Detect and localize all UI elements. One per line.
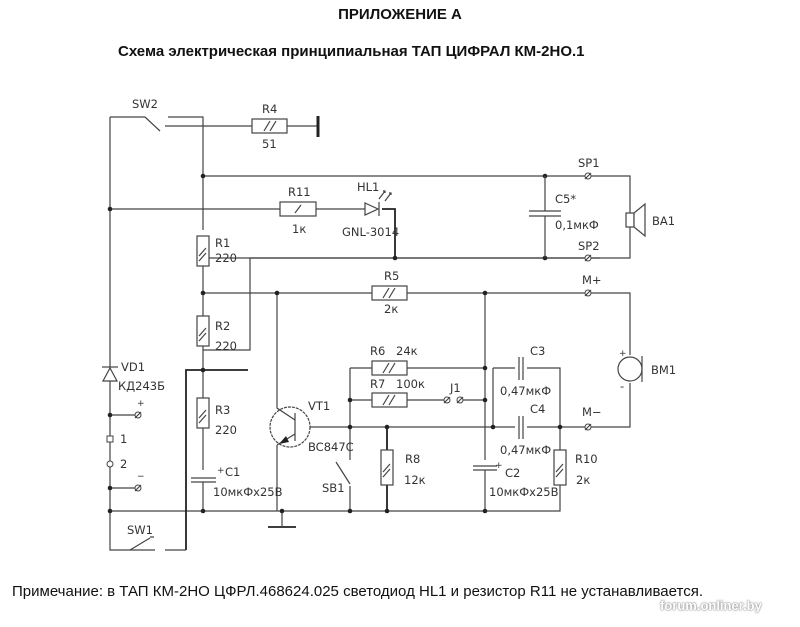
speaker-ba1: BA1: [625, 202, 675, 238]
label-sw2: SW2: [132, 97, 158, 111]
resistor-r10: R10 2к: [553, 449, 598, 487]
polarity-plus-bm1: +: [619, 349, 627, 359]
label-m-minus: M−: [582, 405, 602, 419]
resistor-r8: R8 12к: [380, 449, 426, 487]
resistor-r2: R2 220: [196, 315, 237, 353]
label-bm1: BM1: [651, 363, 676, 377]
label-sp2: SP2: [578, 239, 600, 253]
label-r10: R10: [575, 452, 598, 466]
label-vt1: VT1: [308, 399, 330, 413]
value-vd1: КД243Б: [118, 379, 165, 393]
capacitor-c4: C4 0,47мкФ: [500, 402, 551, 457]
resistor-r1: R1 220: [196, 235, 237, 267]
value-hl1: GNL-3014: [342, 225, 399, 239]
value-r6: 24к: [396, 344, 418, 358]
label-r5: R5: [384, 269, 399, 283]
resistor-r5: R5 2к: [371, 269, 408, 316]
polarity-c2: +: [495, 461, 503, 471]
label-m-plus: M+: [582, 273, 602, 287]
microphone-bm1: + - BM1: [617, 349, 676, 393]
value-c1: 10мкФх25В: [213, 485, 283, 499]
label-vd1: VD1: [121, 360, 145, 374]
resistor-r6: R6 24к: [370, 344, 418, 376]
footnote: Примечание: в ТАП КМ-2НО ЦФРЛ.468624.025…: [12, 583, 703, 600]
label-r2: R2: [215, 319, 230, 333]
switch-sw1: SW1: [127, 523, 154, 551]
label-c3: C3: [530, 344, 545, 358]
value-r3: 220: [215, 423, 237, 437]
appendix-heading: ПРИЛОЖЕНИЕ А: [338, 6, 462, 23]
label-terminal-minus: −: [137, 472, 145, 482]
polarity-c1: +: [217, 466, 225, 476]
value-r2: 220: [215, 339, 237, 353]
label-terminal-1: 1: [120, 432, 127, 446]
value-r8: 12к: [404, 473, 426, 487]
value-r10: 2к: [576, 473, 590, 487]
label-terminal-2: 2: [120, 457, 127, 471]
transistor-vt1: VT1 BC847C: [269, 399, 354, 454]
diode-vd1: VD1 КД243Б: [101, 360, 165, 393]
terminals-left: + 1 2 −: [106, 399, 145, 492]
label-j1: J1: [449, 381, 461, 395]
value-c3: 0,47мкФ: [500, 384, 551, 398]
value-c5: 0,1мкФ: [555, 218, 599, 232]
label-r8: R8: [405, 452, 420, 466]
capacitor-c1: + C1 10мкФх25В: [191, 465, 283, 499]
label-r7: R7: [370, 377, 385, 391]
value-r5: 2к: [384, 302, 398, 316]
watermark: forum.onliner.by: [660, 598, 762, 613]
resistor-r7: R7 100к: [370, 377, 425, 408]
label-r1: R1: [215, 236, 230, 250]
label-sb1: SB1: [322, 481, 345, 495]
value-c4: 0,47мкФ: [500, 443, 551, 457]
led-hl1: HL1 GNL-3014: [342, 180, 399, 239]
label-r4: R4: [262, 102, 277, 116]
wires: [109, 116, 631, 551]
label-r3: R3: [215, 403, 230, 417]
resistor-r4: R4 51: [251, 102, 320, 151]
resistor-r11: R11 1к: [279, 185, 317, 236]
jumper-j1: J1: [443, 381, 464, 404]
schematic-title: Схема электрическая принципиальная ТАП Ц…: [118, 43, 585, 60]
junction-dots: [107, 173, 563, 514]
terminal-sp2: SP2: [578, 239, 600, 262]
value-r7: 100к: [396, 377, 425, 391]
terminal-m-minus: M−: [582, 405, 602, 431]
resistor-r3: R3 220: [196, 397, 237, 437]
label-terminal-plus: +: [137, 399, 145, 409]
button-sb1: SB1: [322, 461, 351, 495]
capacitor-c5: C5* 0,1мкФ: [529, 176, 599, 258]
value-c2: 10мкФх25В: [489, 485, 559, 499]
capacitor-c2: + C2 10мкФх25В: [473, 461, 559, 499]
label-c2: C2: [505, 466, 520, 480]
label-c4: C4: [530, 402, 545, 416]
label-r11: R11: [288, 185, 311, 199]
label-c5: C5*: [555, 192, 576, 206]
value-vt1: BC847C: [308, 440, 354, 454]
capacitor-c3: C3 0,47мкФ: [500, 344, 551, 398]
value-r11: 1к: [292, 222, 306, 236]
label-c1: C1: [225, 465, 240, 479]
value-r1: 220: [215, 251, 237, 265]
polarity-minus-bm1: -: [620, 379, 624, 393]
label-sp1: SP1: [578, 156, 600, 170]
terminal-m-plus: M+: [582, 273, 602, 297]
terminal-sp1: SP1: [578, 156, 600, 180]
label-sw1: SW1: [127, 523, 153, 537]
label-ba1: BA1: [652, 214, 675, 228]
label-r6: R6: [370, 344, 385, 358]
label-hl1: HL1: [357, 180, 379, 194]
switch-sw2: SW2: [132, 97, 161, 132]
value-r4: 51: [262, 137, 277, 151]
